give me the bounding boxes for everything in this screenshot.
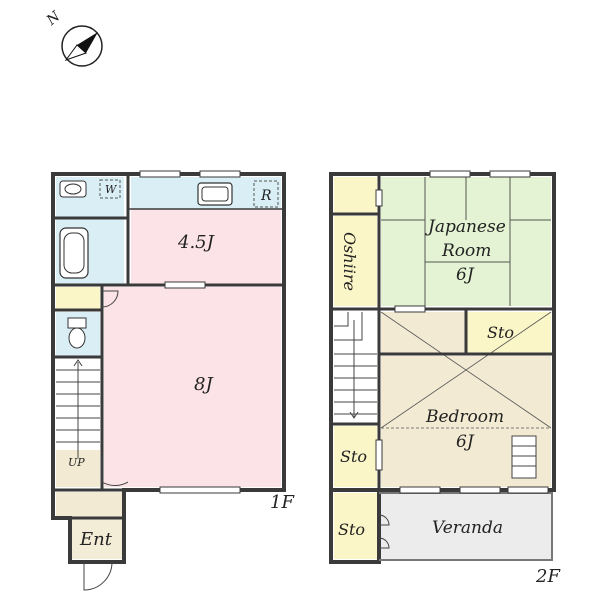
inner-walls-2f bbox=[331, 174, 554, 490]
stairs-up-label: UP bbox=[68, 456, 85, 469]
stairs-treads-2f bbox=[334, 312, 377, 419]
oshiire-label: Oshiire bbox=[340, 232, 359, 291]
floor-2: Oshiire Japanese Room 6J Sto Bedroom 6J … bbox=[329, 170, 561, 587]
closet-top-2f bbox=[334, 177, 377, 213]
windows-1f bbox=[139, 170, 241, 494]
oshiire bbox=[334, 216, 377, 306]
windows-2f bbox=[375, 170, 549, 494]
entrance-shelf bbox=[56, 492, 122, 517]
bathtub-icon bbox=[59, 227, 89, 279]
stairs-treads-1f bbox=[56, 359, 100, 458]
toilet-icon bbox=[67, 317, 87, 349]
stove-icon bbox=[197, 182, 233, 206]
ladder-icon bbox=[511, 435, 537, 479]
japanese-room-label-line2: Room bbox=[441, 241, 491, 261]
veranda bbox=[381, 493, 551, 559]
storage-bottom-label: Sto bbox=[338, 520, 365, 539]
storage-bottom-2f bbox=[334, 493, 377, 559]
compass-north-label: N bbox=[43, 8, 64, 29]
room-45 bbox=[131, 209, 281, 284]
compass-needle-icon bbox=[77, 32, 98, 53]
closet-1f bbox=[56, 287, 100, 309]
fridge-icon bbox=[253, 180, 279, 208]
floor-2-label: 2F bbox=[535, 566, 561, 587]
floor-1-label: 1F bbox=[270, 492, 295, 513]
entrance bbox=[72, 519, 122, 559]
room-8 bbox=[104, 287, 281, 487]
compass: N bbox=[43, 8, 103, 67]
japanese-room-size: 6J bbox=[456, 265, 475, 285]
storage-left-2f bbox=[334, 426, 377, 487]
open-area-cross bbox=[380, 311, 552, 429]
hall-2f bbox=[381, 312, 465, 353]
compass-needle-tail-icon bbox=[64, 44, 87, 62]
walls-1f bbox=[51, 172, 286, 564]
storage-left-label: Sto bbox=[340, 447, 367, 466]
stairs-2f bbox=[334, 312, 377, 422]
door-swings-1f bbox=[83, 290, 129, 591]
entrance-label: Ent bbox=[79, 529, 113, 550]
sink-icon bbox=[59, 180, 87, 198]
washer-icon bbox=[99, 179, 121, 199]
storage-top-2f bbox=[467, 312, 551, 353]
fridge-label: R bbox=[260, 188, 272, 204]
washer-label: W bbox=[105, 183, 118, 196]
room-8-label: 8J bbox=[194, 374, 214, 395]
room-45-label: 4.5J bbox=[177, 232, 216, 253]
tatami-lines bbox=[381, 177, 551, 306]
bedroom-size: 6J bbox=[456, 432, 475, 452]
floor-1: W R UP bbox=[51, 170, 295, 591]
bedroom-label: Bedroom bbox=[425, 407, 504, 427]
veranda-label: Veranda bbox=[432, 518, 503, 538]
door-swings-2f bbox=[378, 514, 390, 549]
storage-top-label: Sto bbox=[487, 323, 514, 342]
japanese-room-label-line1: Japanese bbox=[425, 217, 506, 237]
